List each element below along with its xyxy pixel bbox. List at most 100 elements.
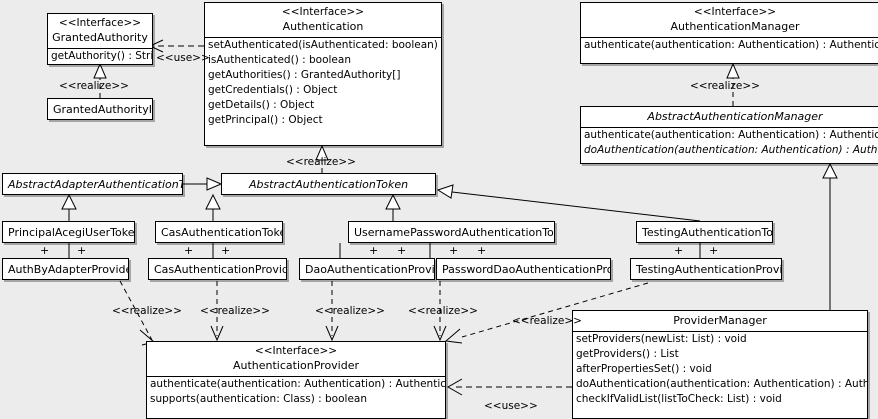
operations-compartment: authenticate(authentication: Authenticat… xyxy=(581,127,878,158)
class-name: GrantedAuthorityImpl xyxy=(53,103,152,116)
relationship-label-use-authentication-grantedauthority: <<use>> xyxy=(156,52,210,64)
class-provider-manager[interactable]: ProviderManager setProviders(newList: Li… xyxy=(572,310,868,419)
class-testing-authentication-token[interactable]: TestingAuthenticationToken xyxy=(636,221,773,243)
class-header: CasAuthenticationProvider xyxy=(149,259,287,279)
operation: getProviders() : List xyxy=(576,348,679,360)
class-header: AuthByAdapterProvider xyxy=(3,259,129,279)
operation: getDetails() : Object xyxy=(208,99,315,111)
stereotype-label: <<Interface>> xyxy=(281,6,365,18)
class-header: <<Interface>> AuthenticationManager xyxy=(581,3,878,37)
operation: getAuthorities() : GrantedAuthority[] xyxy=(208,69,401,81)
class-dao-authentication-provider[interactable]: DaoAuthenticationProvider xyxy=(299,258,435,280)
class-username-password-authentication-token[interactable]: UsernamePasswordAuthenticationToken xyxy=(348,221,555,243)
class-abstract-authentication-token[interactable]: AbstractAuthenticationToken xyxy=(221,173,436,195)
association-adornment-plus: + xyxy=(40,244,50,257)
operation: setAuthenticated(isAuthenticated: boolea… xyxy=(208,39,441,51)
association-adornment-plus: + xyxy=(477,244,487,257)
association-adornment-plus: + xyxy=(449,244,459,257)
relationship-label-realize-abstractauthenticationtoken: <<realize>> xyxy=(286,156,356,168)
relationship-label-realize-passworddao: <<realize>> xyxy=(408,305,478,317)
class-header: TestingAuthenticationProvider xyxy=(631,259,781,279)
class-name: PrincipalAcegiUserToken xyxy=(8,226,135,239)
class-name: AbstractAuthenticationToken xyxy=(248,178,409,191)
class-name: TestingAuthenticationToken xyxy=(642,226,773,239)
class-header: CasAuthenticationToken xyxy=(156,222,283,242)
class-header: GrantedAuthorityImpl xyxy=(48,99,152,119)
operations-compartment: getAuthority() : String xyxy=(48,48,152,64)
relationship-label-use-providermanager-authenticationprovider: <<use>> xyxy=(484,400,538,412)
class-authentication[interactable]: <<Interface>> Authentication setAuthenti… xyxy=(204,2,442,146)
operations-compartment: setProviders(newList: List) : void getPr… xyxy=(573,331,867,407)
class-testing-authentication-provider[interactable]: TestingAuthenticationProvider xyxy=(630,258,782,280)
class-header: <<Interface>> Authentication xyxy=(205,3,441,37)
stereotype-label: <<Interface>> xyxy=(58,17,142,29)
class-name: CasAuthenticationToken xyxy=(161,226,283,239)
operations-compartment: authenticate(authentication: Authenticat… xyxy=(147,376,445,407)
association-adornment-plus: + xyxy=(184,244,194,257)
class-header: TestingAuthenticationToken xyxy=(637,222,773,242)
relationship-label-realize-testing: <<realize>> xyxy=(512,315,582,327)
class-name: TestingAuthenticationProvider xyxy=(636,263,781,276)
class-name: AuthenticationManager xyxy=(670,20,800,33)
class-name: AbstractAdapterAuthenticationToken xyxy=(8,178,182,191)
class-name: GrantedAuthority xyxy=(52,31,148,44)
class-cas-authentication-token[interactable]: CasAuthenticationToken xyxy=(155,221,283,243)
operations-compartment: authenticate(authentication: Authenticat… xyxy=(581,37,878,53)
class-header: UsernamePasswordAuthenticationToken xyxy=(349,222,555,242)
class-header: <<Interface>> GrantedAuthority xyxy=(48,14,152,48)
class-authentication-manager[interactable]: <<Interface>> AuthenticationManager auth… xyxy=(580,2,878,64)
operation: afterPropertiesSet() : void xyxy=(576,363,712,375)
class-authentication-provider[interactable]: <<Interface>> AuthenticationProvider aut… xyxy=(146,341,446,419)
operation: getCredentials() : Object xyxy=(208,84,338,96)
class-name: ProviderManager xyxy=(673,314,767,327)
class-granted-authority[interactable]: <<Interface>> GrantedAuthority getAuthor… xyxy=(47,13,153,65)
relationship-label-realize-authenticationmanager: <<realize>> xyxy=(690,80,760,92)
class-header: <<Interface>> AuthenticationProvider xyxy=(147,342,445,376)
class-header: ProviderManager xyxy=(573,311,867,331)
association-adornment-plus: + xyxy=(674,244,684,257)
operation: supports(authentication: Class) : boolea… xyxy=(150,393,367,405)
class-principal-acegi-user-token[interactable]: PrincipalAcegiUserToken xyxy=(2,221,135,243)
class-header: AbstractAuthenticationManager xyxy=(581,107,878,127)
class-name: PasswordDaoAuthenticationProvider xyxy=(442,263,610,276)
class-name: AuthByAdapterProvider xyxy=(8,263,129,276)
operation: getPrincipal() : Object xyxy=(208,114,323,126)
operations-compartment: setAuthenticated(isAuthenticated: boolea… xyxy=(205,37,441,128)
relationship-label-realize-grantedauthorityimpl: <<realize>> xyxy=(59,80,129,92)
association-adornment-plus: + xyxy=(397,244,407,257)
class-header: PrincipalAcegiUserToken xyxy=(3,222,135,242)
class-header: DaoAuthenticationProvider xyxy=(300,259,435,279)
class-name: Authentication xyxy=(282,20,364,33)
operation: authenticate(authentication: Authenticat… xyxy=(584,129,878,141)
association-adornment-plus: + xyxy=(221,244,231,257)
association-adornment-plus: + xyxy=(709,244,719,257)
operation: getAuthority() : String xyxy=(51,50,153,62)
operation: authenticate(authentication: Authenticat… xyxy=(584,39,878,51)
operation: doAuthentication(authentication: Authent… xyxy=(576,378,867,390)
operation: isAuthenticated() : boolean xyxy=(208,54,351,66)
relationship-label-realize-authbyadapter: <<realize>> xyxy=(112,305,182,317)
class-auth-by-adapter-provider[interactable]: AuthByAdapterProvider xyxy=(2,258,129,280)
class-granted-authority-impl[interactable]: GrantedAuthorityImpl xyxy=(47,98,153,120)
operation: setProviders(newList: List) : void xyxy=(576,333,747,345)
class-header: AbstractAuthenticationToken xyxy=(222,174,435,194)
operation: authenticate(authentication: Authenticat… xyxy=(150,378,446,390)
class-name: AuthenticationProvider xyxy=(232,359,360,372)
operation: doAuthentication(authentication: Authent… xyxy=(584,144,878,156)
class-name: CasAuthenticationProvider xyxy=(154,263,287,276)
class-password-dao-authentication-provider[interactable]: PasswordDaoAuthenticationProvider xyxy=(436,258,611,280)
stereotype-label: <<Interface>> xyxy=(254,345,338,357)
class-abstract-authentication-manager[interactable]: AbstractAuthenticationManager authentica… xyxy=(580,106,878,164)
class-cas-authentication-provider[interactable]: CasAuthenticationProvider xyxy=(148,258,287,280)
class-name: DaoAuthenticationProvider xyxy=(305,263,435,276)
association-adornment-plus: + xyxy=(77,244,87,257)
stereotype-label: <<Interface>> xyxy=(693,6,777,18)
relationship-label-realize-dao: <<realize>> xyxy=(315,305,385,317)
class-header: PasswordDaoAuthenticationProvider xyxy=(437,259,610,279)
relationship-label-realize-cas: <<realize>> xyxy=(200,305,270,317)
association-adornment-plus: + xyxy=(369,244,379,257)
class-name: UsernamePasswordAuthenticationToken xyxy=(354,226,555,239)
class-abstract-adapter-authentication-token[interactable]: AbstractAdapterAuthenticationToken xyxy=(2,173,183,195)
operation: checkIfValidList(listToCheck: List) : vo… xyxy=(576,393,782,405)
